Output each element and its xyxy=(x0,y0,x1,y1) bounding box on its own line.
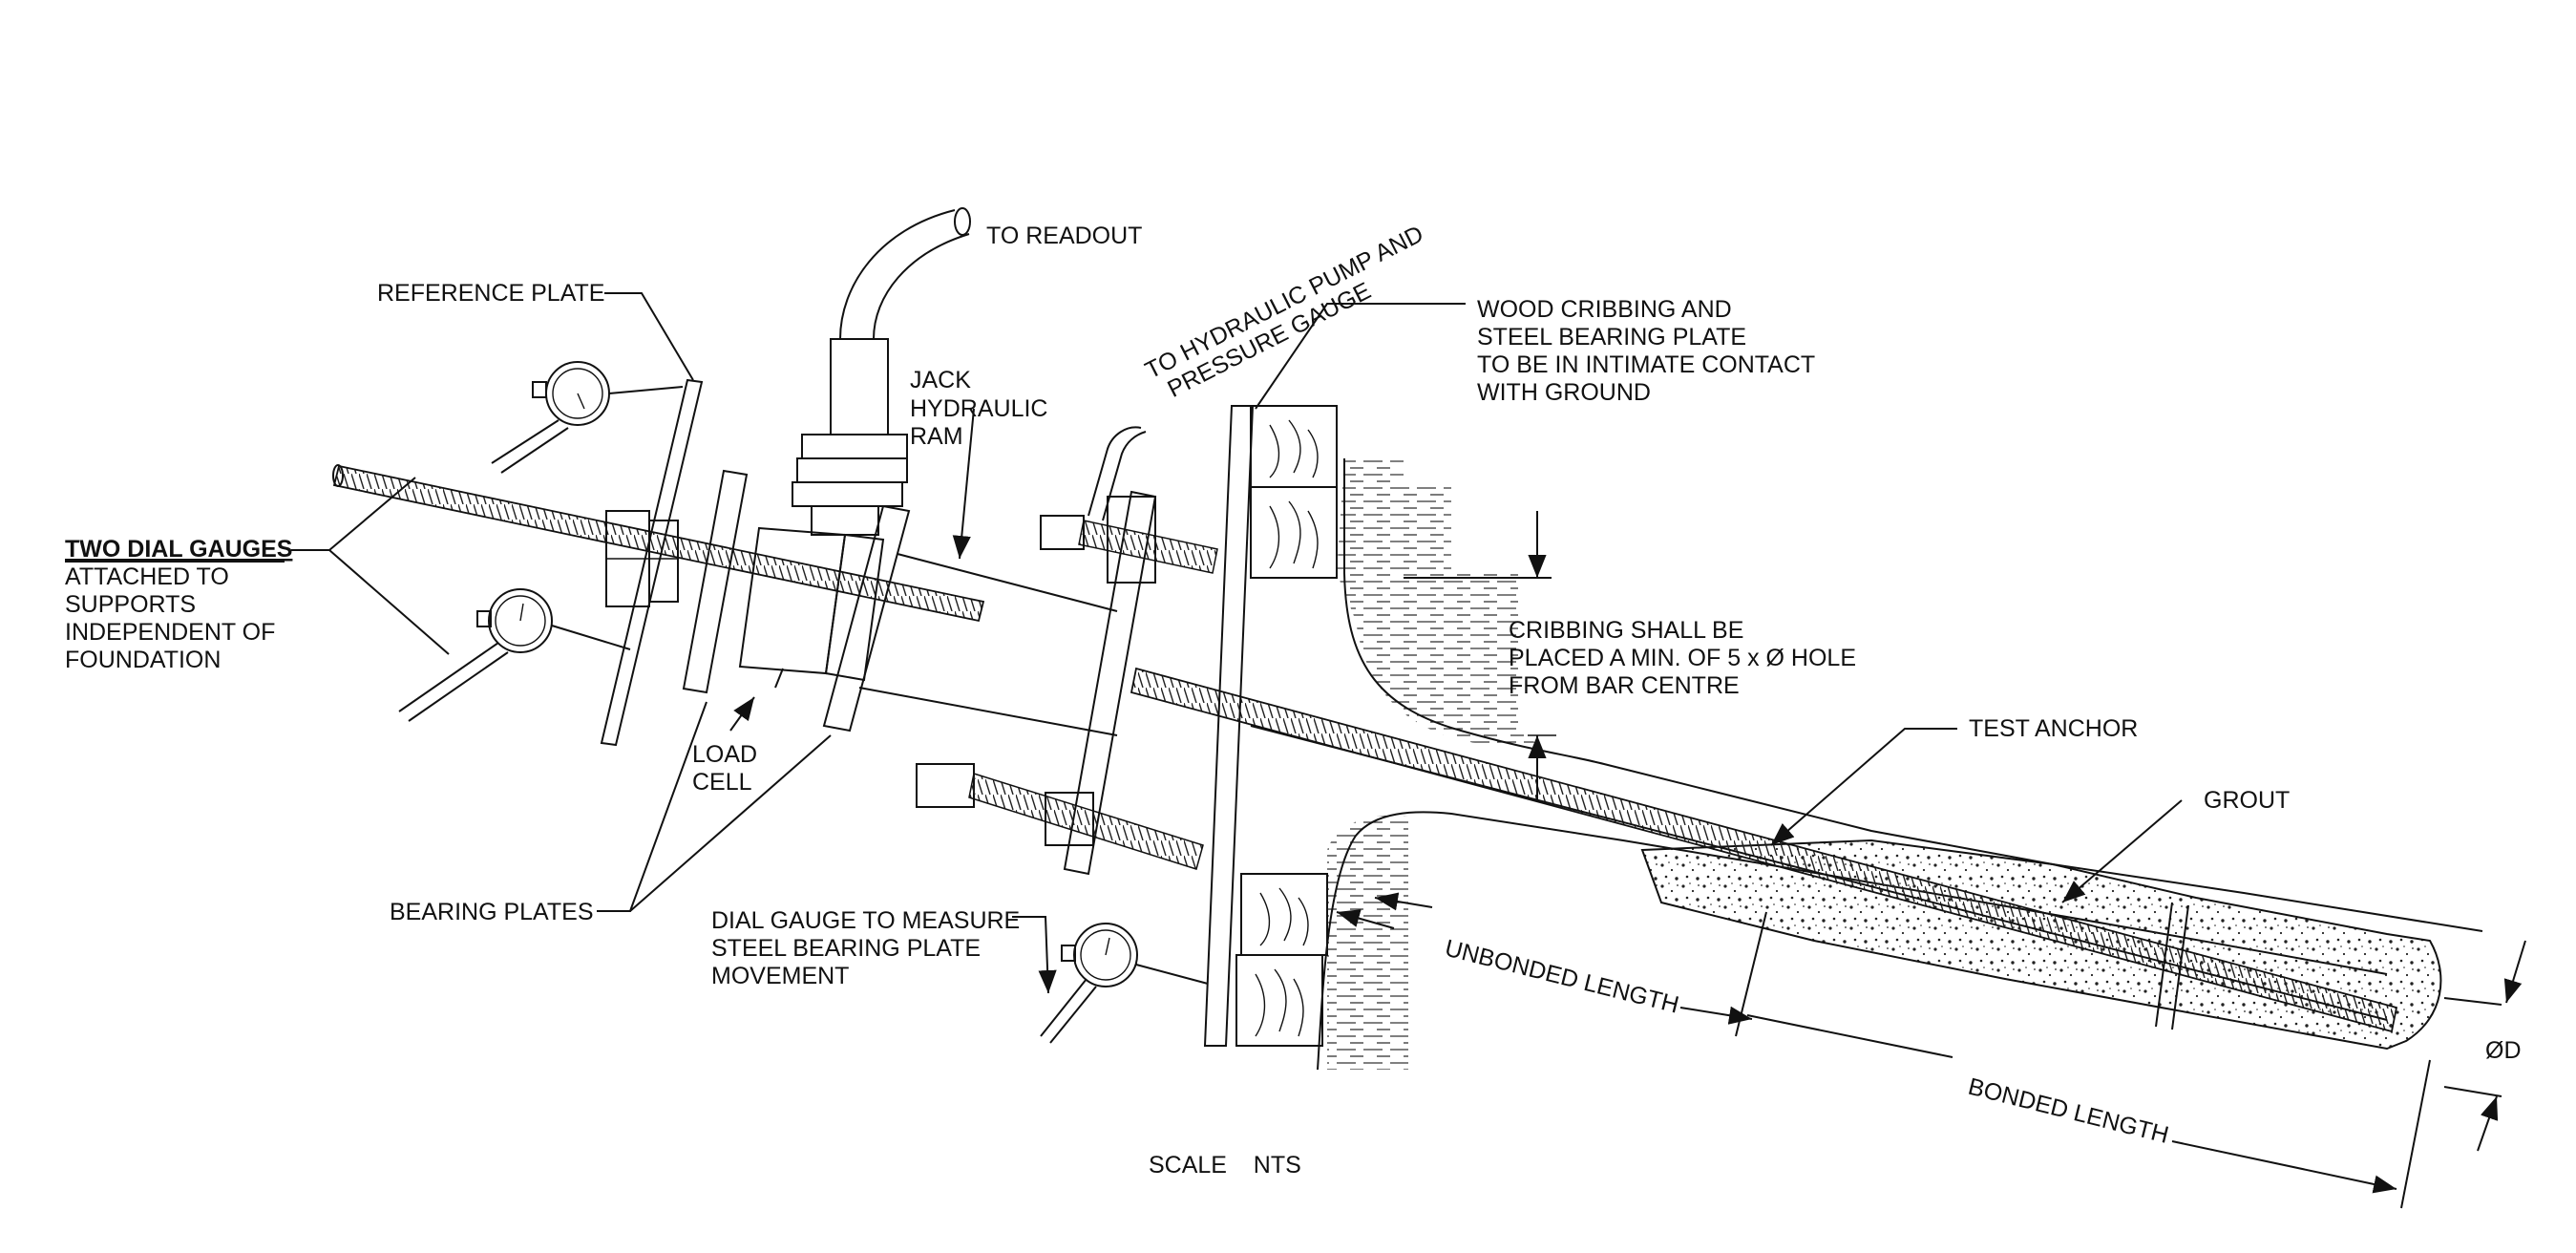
svg-text:TWO DIAL GAUGES: TWO DIAL GAUGES xyxy=(65,536,292,563)
threaded-rod xyxy=(332,464,985,623)
label-bonded-length: BONDED LENGTH xyxy=(1966,1073,2172,1149)
leaders xyxy=(291,292,2183,994)
label-two-dial-gauges: TWO DIAL GAUGES ATTACHED TO SUPPORTS IND… xyxy=(65,536,292,673)
wood-cribbing xyxy=(1235,405,1338,1047)
svg-text:PLACED A MIN. OF 5 x Ø HOLE: PLACED A MIN. OF 5 x Ø HOLE xyxy=(1509,645,1856,671)
soil-upper xyxy=(1337,458,2483,932)
label-jack: JACK HYDRAULIC RAM xyxy=(910,367,1047,450)
nut-assembly-left xyxy=(605,510,679,607)
bearing-plate-1 xyxy=(682,469,749,694)
grout-body xyxy=(1640,839,2442,1051)
svg-text:JACK: JACK xyxy=(910,367,971,393)
dial-gauge-top xyxy=(491,361,684,474)
svg-text:FOUNDATION: FOUNDATION xyxy=(65,647,221,673)
reference-plate xyxy=(600,378,704,747)
lower-stud xyxy=(916,763,1204,870)
svg-text:RAM: RAM xyxy=(910,423,963,450)
svg-text:CELL: CELL xyxy=(692,769,752,796)
svg-text:INDEPENDENT OF: INDEPENDENT OF xyxy=(65,619,275,646)
label-dial-gauge-plate: DIAL GAUGE TO MEASURE STEEL BEARING PLAT… xyxy=(711,907,1020,989)
readout-cable xyxy=(792,207,971,536)
label-reference-plate: REFERENCE PLATE xyxy=(377,280,604,307)
svg-text:WITH GROUND: WITH GROUND xyxy=(1477,379,1651,406)
label-unbonded-length: UNBONDED LENGTH xyxy=(1443,935,1682,1019)
svg-text:LOAD: LOAD xyxy=(692,741,757,768)
label-diameter: ØD xyxy=(2485,1037,2522,1064)
dial-gauge-middle xyxy=(398,588,631,722)
cribbing-dimension xyxy=(1404,511,1556,802)
label-grout: GROUT xyxy=(2204,787,2290,814)
svg-text:DIAL GAUGE TO MEASURE: DIAL GAUGE TO MEASURE xyxy=(711,907,1020,934)
label-bearing-plates: BEARING PLATES xyxy=(390,899,594,925)
diameter-dimension xyxy=(2443,940,2526,1152)
svg-text:STEEL BEARING PLATE: STEEL BEARING PLATE xyxy=(711,935,981,962)
label-load-cell: LOAD CELL xyxy=(692,741,757,796)
steel-bearing-plate xyxy=(1203,405,1255,1047)
label-cribbing-note: CRIBBING SHALL BE PLACED A MIN. OF 5 x Ø… xyxy=(1509,617,1856,699)
svg-text:SUPPORTS: SUPPORTS xyxy=(65,591,196,618)
svg-text:STEEL BEARING PLATE: STEEL BEARING PLATE xyxy=(1477,324,1746,350)
upper-stud xyxy=(1040,426,1218,574)
label-wood-cribbing: WOOD CRIBBING AND STEEL BEARING PLATE TO… xyxy=(1477,296,1815,406)
svg-text:TO HYDRAULIC PUMP AND: TO HYDRAULIC PUMP AND xyxy=(1141,221,1427,384)
svg-text:CRIBBING SHALL BE: CRIBBING SHALL BE xyxy=(1509,617,1743,644)
svg-text:ATTACHED TO: ATTACHED TO xyxy=(65,563,229,590)
svg-text:WOOD CRIBBING AND: WOOD CRIBBING AND xyxy=(1477,296,1732,323)
label-test-anchor: TEST ANCHOR xyxy=(1969,715,2138,742)
anchor-bar xyxy=(1130,667,2398,1033)
unbonded-dimension xyxy=(1374,892,1767,1037)
svg-text:FROM BAR CENTRE: FROM BAR CENTRE xyxy=(1509,672,1740,699)
svg-text:HYDRAULIC: HYDRAULIC xyxy=(910,395,1047,422)
bearing-plate-2 xyxy=(822,504,911,733)
svg-text:MOVEMENT: MOVEMENT xyxy=(711,963,849,989)
load-cell xyxy=(738,526,847,689)
label-to-readout: TO READOUT xyxy=(986,223,1142,249)
label-scale: SCALE NTS xyxy=(1149,1152,1301,1179)
label-to-hydraulic: TO HYDRAULIC PUMP AND PRESSURE GAUGE xyxy=(1141,221,1427,403)
bond-break-marks xyxy=(2155,902,2189,1030)
dial-gauge-bottom xyxy=(1040,923,1209,1044)
hydraulic-ram xyxy=(824,533,885,682)
svg-text:TO BE IN INTIMATE CONTACT: TO BE IN INTIMATE CONTACT xyxy=(1477,351,1815,378)
bonded-dimension xyxy=(1746,1014,2431,1209)
